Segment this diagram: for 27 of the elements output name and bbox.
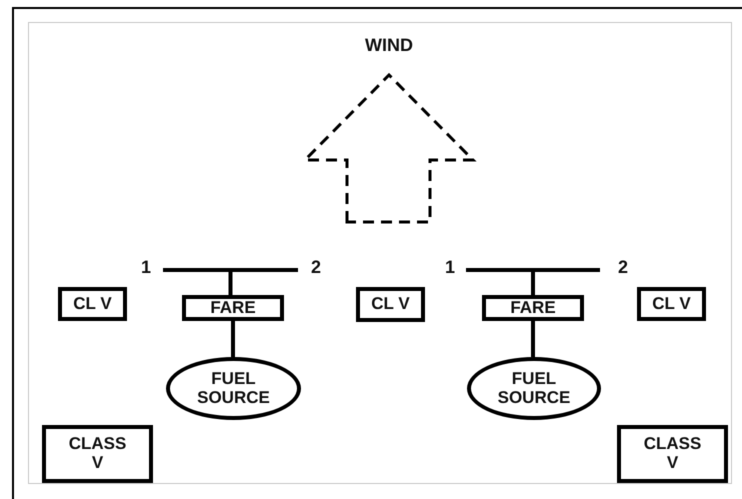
node-text: CLASS V — [644, 435, 702, 473]
label-box — [356, 287, 425, 322]
bus-bar — [163, 268, 298, 272]
node-text: FUEL SOURCE — [197, 370, 270, 408]
node-text: CL V — [652, 294, 691, 314]
connector-line — [531, 272, 535, 295]
connector-line — [228, 272, 232, 295]
label-box — [637, 287, 706, 321]
node-text: CL V — [371, 295, 410, 314]
node-text: FARE — [510, 298, 556, 318]
heading-label: WIND — [365, 36, 413, 54]
bus-bar — [466, 268, 600, 272]
node-text: FARE — [210, 298, 256, 318]
label-box — [617, 425, 728, 483]
label-box — [42, 425, 153, 483]
connector-line — [531, 321, 535, 357]
terminal-number: 1 — [445, 258, 455, 276]
label-box — [482, 295, 584, 321]
terminal-number: 2 — [311, 258, 321, 276]
terminal-number: 2 — [618, 258, 628, 276]
node-text: CLASS V — [68, 435, 126, 473]
node-text: FUEL SOURCE — [498, 370, 570, 408]
terminal-number: 1 — [141, 258, 151, 276]
node-text: CL V — [73, 294, 112, 314]
label-box — [58, 287, 127, 321]
label-box — [182, 295, 284, 321]
connector-line — [231, 321, 235, 357]
